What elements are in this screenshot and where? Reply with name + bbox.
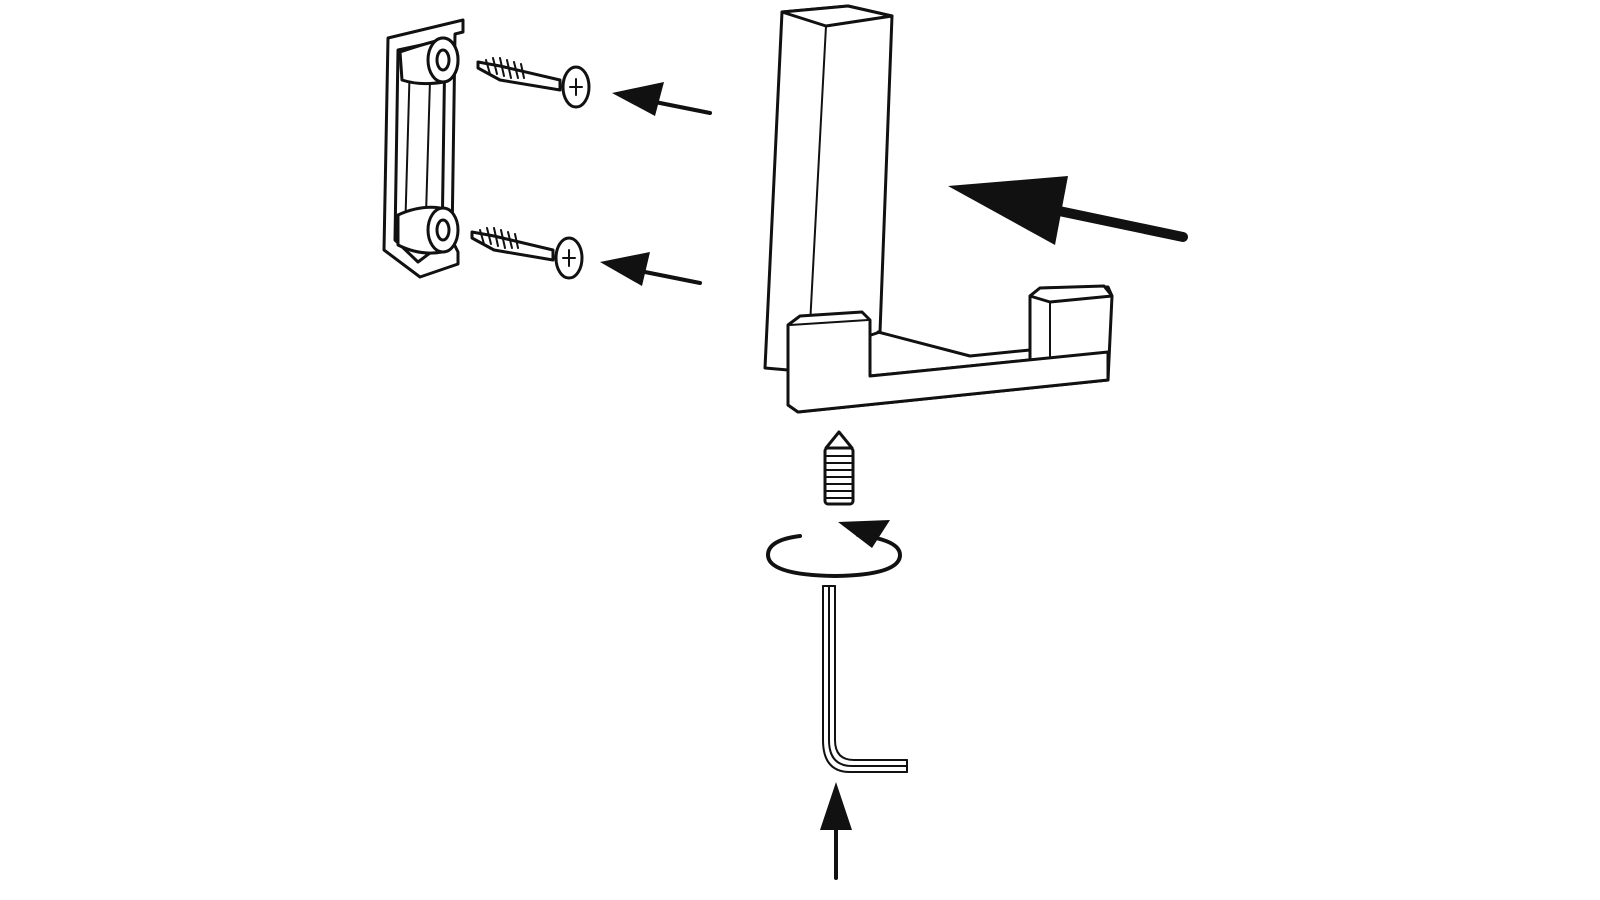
arrow-hook bbox=[948, 176, 1188, 245]
arrow-up bbox=[820, 782, 852, 880]
set-screw bbox=[823, 430, 855, 506]
wood-screw bbox=[476, 57, 591, 109]
wood-screw bbox=[470, 227, 584, 280]
double-hook bbox=[763, 4, 1114, 414]
arrow-screw-top bbox=[612, 82, 712, 116]
rotation-arrow bbox=[765, 520, 903, 579]
wall-bracket bbox=[382, 18, 465, 279]
arrow-screw-bottom bbox=[600, 252, 702, 286]
hex-key bbox=[822, 585, 908, 773]
